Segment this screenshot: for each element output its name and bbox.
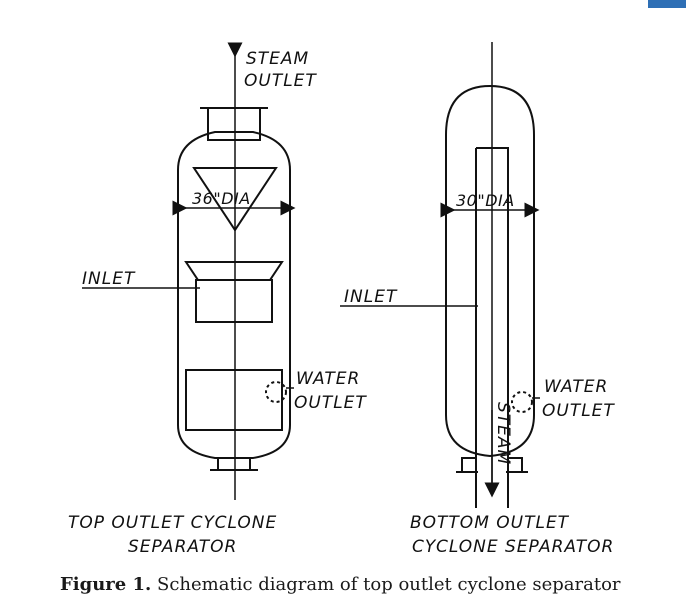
- right-dia-label: 30"DIA: [456, 191, 515, 210]
- left-inlet-box: [184, 261, 284, 281]
- right-inlet-label: INLET: [344, 287, 398, 307]
- left-steam-label-1: STEAM: [246, 49, 309, 69]
- left-steam-label-2: OUTLET: [244, 71, 317, 91]
- left-bottom-nozzle: [217, 457, 251, 471]
- left-water-label-1: WATER: [296, 369, 360, 389]
- left-water-label-2: OUTLET: [294, 393, 367, 413]
- right-water-label-1: WATER: [544, 377, 608, 397]
- left-vessel-body: [177, 131, 291, 459]
- right-title-line1: BOTTOM OUTLET: [410, 513, 570, 533]
- left-inlet-label: INLET: [82, 269, 136, 289]
- right-steam-label: STEAM: [493, 402, 513, 465]
- separator-diagram: STEAM OUTLET 36"DIA INLET WATER OUTLET T…: [68, 42, 615, 557]
- left-lower-chamber: [185, 369, 283, 431]
- right-vessel-body: [445, 84, 535, 458]
- left-dia-label: 36"DIA: [192, 189, 251, 208]
- left-water-outlet-circle: [265, 381, 287, 403]
- left-top-nozzle: [207, 107, 261, 141]
- right-title-line2: CYCLONE SEPARATOR: [412, 537, 614, 557]
- right-bottom-foot-left: [461, 457, 477, 473]
- corner-tab: [648, 0, 686, 8]
- figure-caption: Figure 1. Schematic diagram of top outle…: [60, 574, 680, 595]
- bottom-outlet-separator: [340, 42, 540, 508]
- right-water-outlet-circle: [511, 391, 533, 413]
- left-title-line1: TOP OUTLET CYCLONE: [68, 513, 277, 533]
- caption-text: Schematic diagram of top outlet cyclone …: [151, 574, 621, 595]
- top-outlet-separator: [82, 42, 296, 500]
- figure-label: Figure 1.: [60, 574, 152, 595]
- left-title-line2: SEPARATOR: [128, 537, 237, 557]
- right-water-label-2: OUTLET: [542, 401, 615, 421]
